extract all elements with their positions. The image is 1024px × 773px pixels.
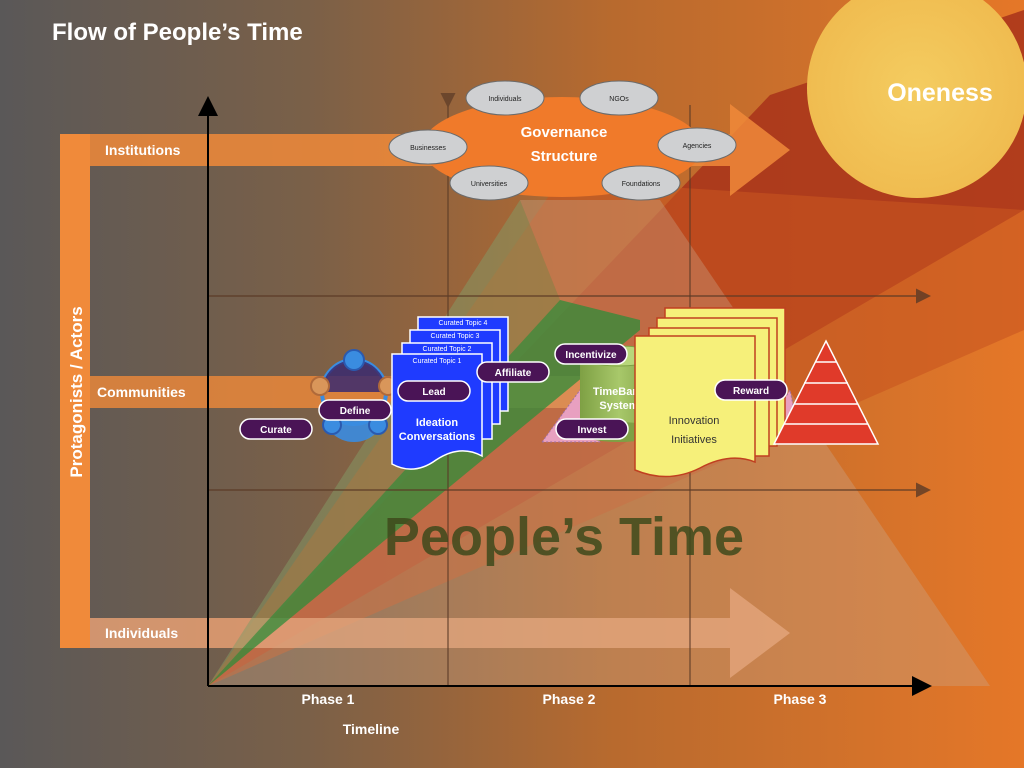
level-individuals: Individuals (105, 625, 178, 641)
svg-text:NGOs: NGOs (609, 96, 629, 103)
svg-text:Individuals: Individuals (488, 96, 522, 103)
ideation-line2: Conversations (399, 431, 475, 443)
oneness-label: Oneness (887, 79, 993, 107)
svg-text:Invest: Invest (578, 425, 608, 436)
governance-member-universities: Universities (449, 165, 529, 201)
people-time-watermark: People’s Time (384, 507, 744, 567)
lead-action: Lead (397, 380, 471, 402)
svg-text:Universities: Universities (471, 181, 508, 188)
reward-action: Reward (714, 379, 788, 401)
svg-text:Businesses: Businesses (410, 145, 446, 152)
page-title: Flow of People’s Time (52, 19, 303, 46)
svg-text:Lead: Lead (422, 387, 445, 398)
phase-2-label: Phase 2 (543, 691, 596, 707)
timebank-line1: TimeBank (593, 386, 646, 398)
svg-text:Curate: Curate (260, 425, 292, 436)
governance-line2: Structure (531, 148, 598, 165)
governance-member-individuals: Individuals (465, 80, 545, 116)
governance-line1: Governance (521, 124, 608, 141)
governance-member-agencies: Agencies (657, 127, 737, 163)
governance-member-ngos: NGOs (579, 80, 659, 116)
innovation-line1: Innovation (669, 415, 720, 427)
curated-topic-2: Curated Topic 2 (423, 346, 472, 353)
innovation-initiatives-stack: Innovation Initiatives (634, 307, 786, 478)
level-communities: Communities (97, 384, 186, 400)
svg-text:Define: Define (340, 406, 371, 417)
oneness-sun (807, 0, 1024, 198)
curated-topic-4: Curated Topic 4 (439, 320, 488, 327)
affiliate-action: Affiliate (476, 361, 550, 383)
individuals-band (90, 588, 790, 678)
curated-topic-1: Curated Topic 1 (413, 358, 462, 365)
define-action: Define (318, 399, 392, 421)
incentivize-action: Incentivize (554, 343, 628, 365)
actors-bracket (60, 134, 90, 648)
svg-text:Foundations: Foundations (622, 181, 661, 188)
people-time-beam (208, 200, 990, 686)
curated-topic-3: Curated Topic 3 (431, 333, 480, 340)
curate-action: Curate (239, 418, 313, 440)
svg-text:Agencies: Agencies (683, 143, 712, 150)
ideation-line1: Ideation (416, 417, 458, 429)
svg-text:Reward: Reward (733, 386, 769, 397)
y-axis-label: Protagonists / Actors (67, 306, 86, 477)
x-axis-label: Timeline (343, 721, 400, 737)
governance-member-businesses: Businesses (388, 129, 468, 165)
timebank-line2: System (599, 400, 638, 412)
innovation-line2: Initiatives (671, 434, 717, 446)
phase-3-label: Phase 3 (774, 691, 827, 707)
svg-text:Incentivize: Incentivize (565, 350, 617, 361)
level-institutions: Institutions (105, 142, 181, 158)
invest-action: Invest (555, 418, 629, 440)
governance-member-foundations: Foundations (601, 165, 681, 201)
green-beam (208, 300, 640, 686)
phase-1-label: Phase 1 (302, 691, 355, 707)
reward-pyramid (772, 339, 880, 445)
svg-text:Affiliate: Affiliate (495, 368, 532, 379)
